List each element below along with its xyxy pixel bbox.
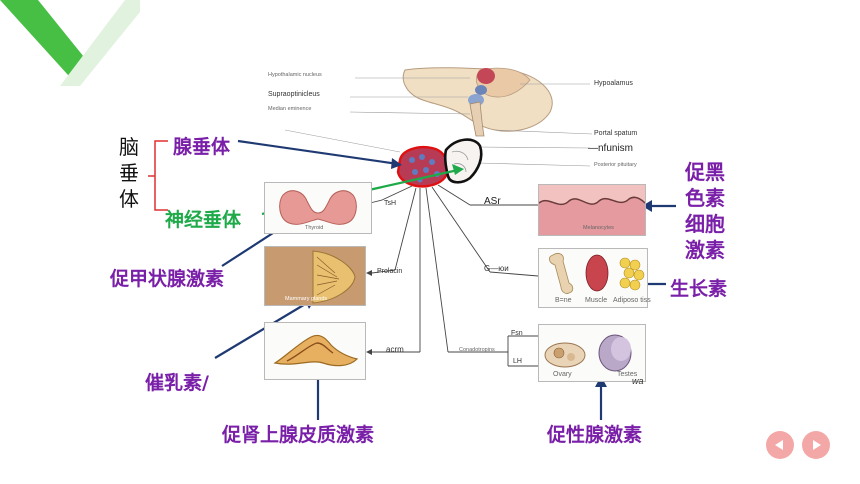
- skin-illustration: [538, 185, 646, 235]
- melanocyte-panel: Melanocytes: [538, 184, 646, 236]
- label-prolactin-hormone: 催乳素/: [145, 372, 209, 394]
- label-msh-hormone: 促黑 色素 细胞 激素: [685, 160, 725, 262]
- muscle-caption: Muscle: [585, 297, 608, 304]
- label-growth-hormone: 生长素: [670, 278, 728, 300]
- label-posterior: Posterior pituitary: [594, 162, 637, 168]
- mammary-panel: Mammary glands: [264, 246, 366, 306]
- testes-caption: Testes: [617, 371, 638, 378]
- label-infundibulum: —nfunism: [588, 143, 634, 154]
- label-median-eminence: Median eminence: [268, 106, 312, 112]
- label-pituitary: 脑 垂 体: [119, 135, 139, 211]
- label-neurohypophysis: 神经垂体: [165, 209, 242, 231]
- label-hypoalamus: Hypoalamus: [594, 80, 633, 87]
- label-lh: LH: [513, 358, 522, 365]
- bone-muscle-fat-illustration: [549, 253, 645, 294]
- melanocyte-caption: Melanocytes: [583, 225, 614, 231]
- label-portal: Portal spatum: [594, 130, 638, 137]
- gonad-panel: Ovary Testes: [538, 324, 646, 382]
- mammary-caption: Mammary glands: [285, 296, 328, 302]
- label-acth: acrm: [386, 345, 404, 354]
- label-wa: wa: [632, 376, 644, 386]
- ovary-testes-illustration: [544, 334, 632, 372]
- adrenal-panel: [264, 322, 366, 380]
- label-adenohypophysis: 腺垂体: [173, 136, 231, 158]
- triangle-right-icon: [813, 440, 821, 450]
- label-fsh: Fsn: [511, 330, 523, 337]
- adrenal-illustration: [273, 334, 359, 367]
- thyroid-illustration: [279, 190, 357, 225]
- label-tsh-hormone: 促甲状腺激素: [110, 268, 225, 290]
- growth-targets-panel: B=ne Muscle Adiposo tiss: [538, 248, 651, 308]
- triangle-left-icon: [775, 440, 783, 450]
- prev-slide-button[interactable]: [766, 431, 794, 459]
- corner-chevron-decoration: [0, 0, 140, 86]
- ovary-caption: Ovary: [553, 371, 572, 378]
- label-gonadotropins: Conadotropins: [459, 347, 495, 353]
- mammary-illustration: [265, 247, 365, 305]
- thyroid-panel: Thyroid: [264, 182, 372, 234]
- thyroid-caption: Thyroid: [305, 225, 324, 231]
- label-prolactin: Prolacin: [377, 268, 403, 275]
- label-tsh: TsH: [384, 200, 397, 207]
- label-acth-hormone: 促肾上腺皮质激素: [222, 424, 375, 446]
- label-asr: ASr: [484, 196, 501, 207]
- next-slide-button[interactable]: [802, 431, 830, 459]
- label-gh: G—юи: [484, 264, 509, 273]
- label-hypothalamic-nucleus: Hypothalamic nucleus: [268, 72, 322, 78]
- label-supraoptic: Supraoptinicleus: [268, 91, 320, 98]
- label-gonadotropin-hormone: 促性腺激素: [547, 424, 643, 446]
- adipose-caption: Adiposo tiss: [613, 297, 651, 304]
- bone-caption: B=ne: [555, 297, 572, 304]
